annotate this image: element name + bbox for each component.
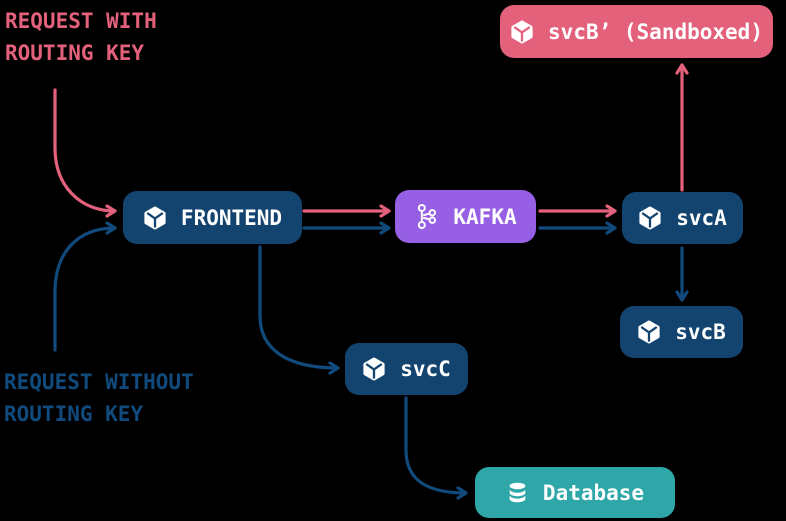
cube-icon (637, 320, 661, 344)
edge-frontend-to-svcc (258, 245, 340, 375)
cube-icon (362, 357, 386, 381)
label-request-with-line1: REQUEST WITH (5, 9, 157, 33)
node-svcb-sandboxed[interactable]: svcB’ (Sandboxed) (500, 5, 773, 58)
cube-icon (143, 206, 167, 230)
node-svcb[interactable]: svcB (620, 306, 743, 358)
cube-icon (510, 20, 534, 44)
node-frontend-label: FRONTEND (180, 205, 283, 230)
node-svca[interactable]: svcA (622, 192, 743, 244)
node-svcb-sandboxed-label: svcB’ (Sandboxed) (548, 19, 763, 44)
kafka-icon (414, 203, 439, 230)
label-request-without-line1: REQUEST WITHOUT (4, 370, 194, 394)
node-database[interactable]: Database (475, 467, 675, 518)
database-icon (506, 481, 529, 504)
cube-icon (638, 206, 662, 230)
label-request-without-line2: ROUTING KEY (4, 402, 144, 426)
node-kafka-label: KAFKA (453, 204, 517, 229)
node-kafka[interactable]: KAFKA (395, 190, 536, 243)
edge-request-with-to-frontend (53, 88, 117, 218)
node-database-label: Database (542, 480, 645, 505)
node-svcb-label: svcB (675, 320, 726, 344)
edge-request-without-to-frontend (53, 221, 117, 352)
node-svcc-label: svcC (400, 357, 451, 381)
node-svcc[interactable]: svcC (345, 343, 468, 395)
label-request-with-line2: ROUTING KEY (5, 41, 145, 65)
node-frontend[interactable]: FRONTEND (123, 191, 302, 244)
label-request-with-routing-key: REQUEST WITH ROUTING KEY (5, 5, 157, 69)
label-request-without-routing-key: REQUEST WITHOUT ROUTING KEY (4, 366, 194, 430)
node-svca-label: svcA (676, 206, 727, 230)
edge-svcc-to-database (404, 396, 468, 500)
